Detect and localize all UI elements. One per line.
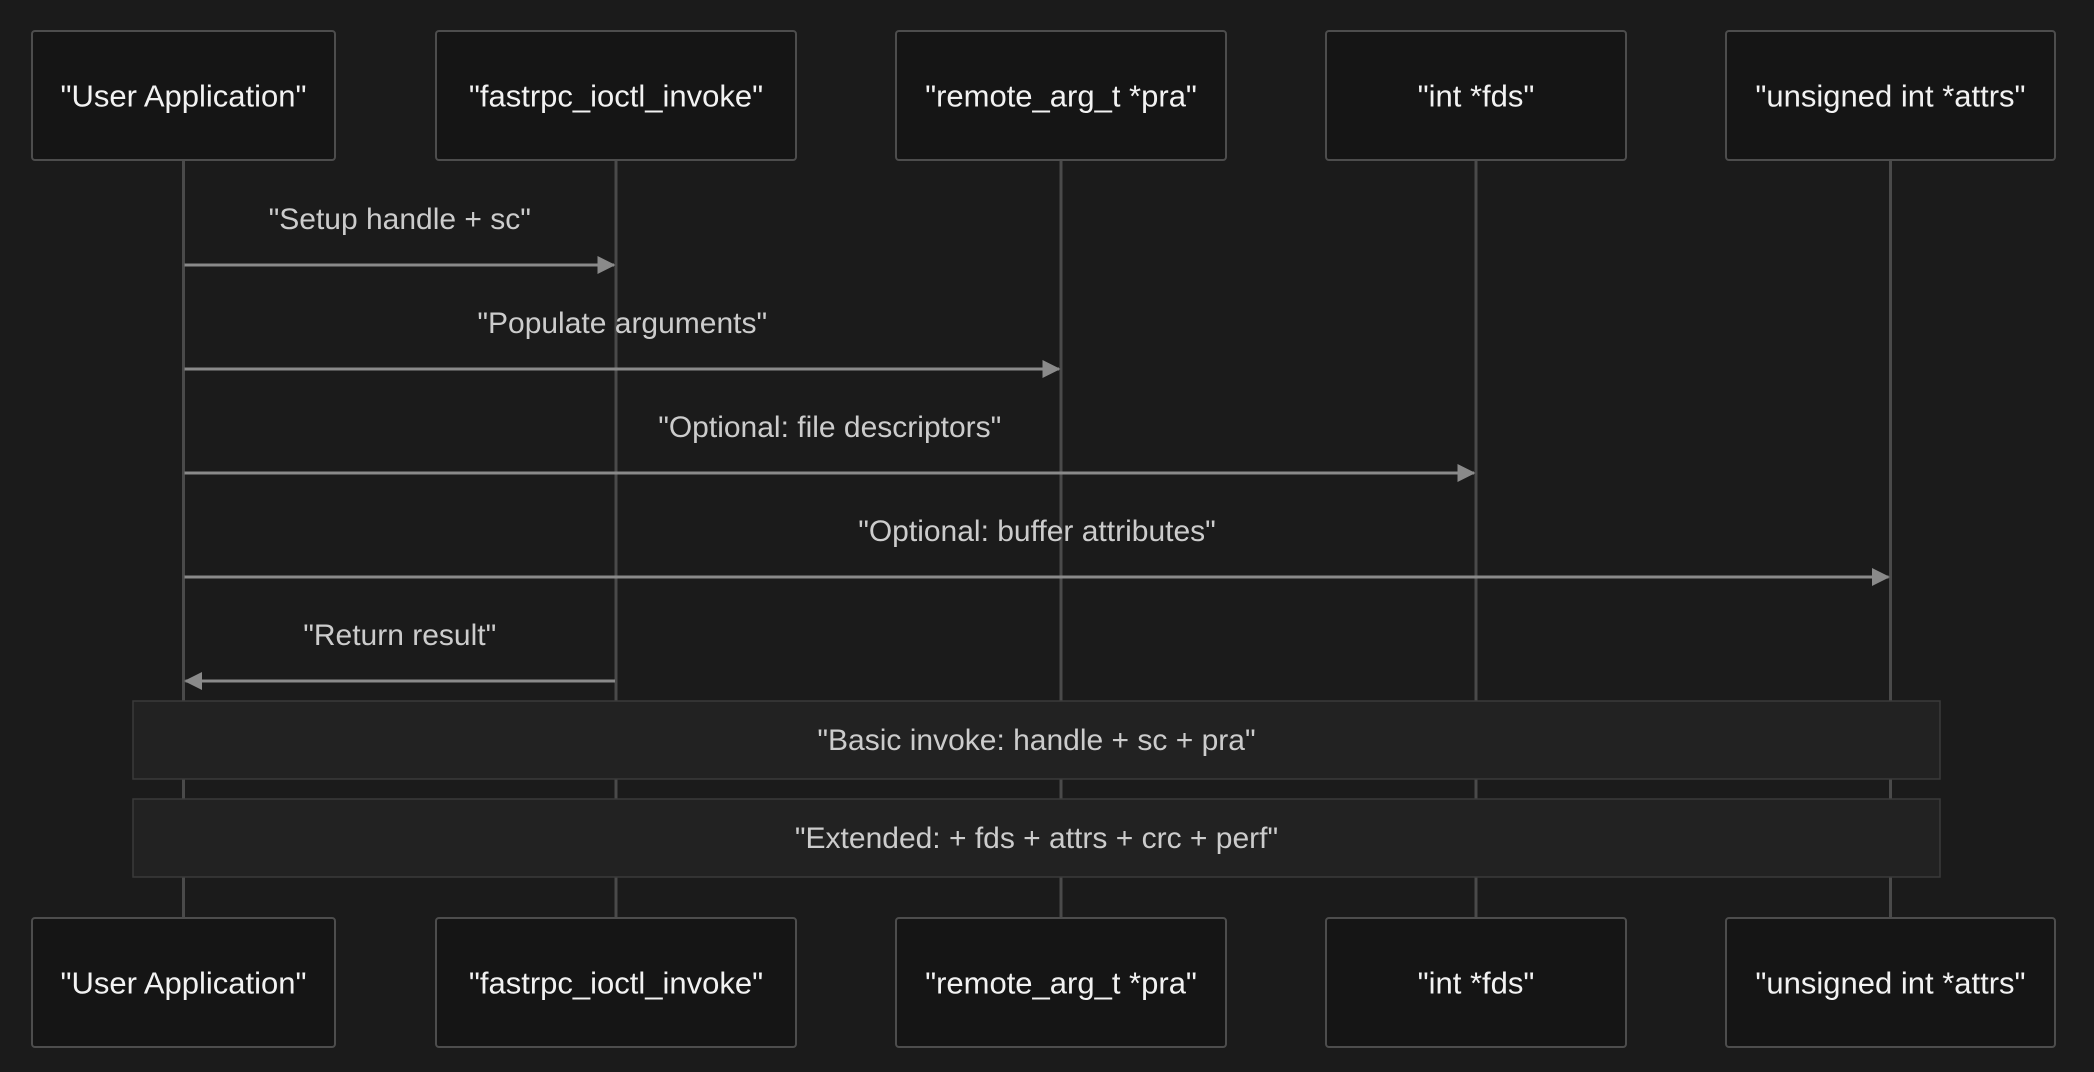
participant-box [31,30,336,161]
participant-bottom: "unsigned int *attrs" [1725,917,2056,1048]
note: "Extended: + fds + attrs + crc + perf" [132,798,1941,878]
note: "Basic invoke: handle + sc + pra" [132,700,1941,780]
participant-label: "unsigned int *attrs" [1755,79,2025,114]
participant-label: "User Application" [60,966,306,1001]
participant-bottom: "remote_arg_t *pra" [895,917,1227,1048]
note-label: "Extended: + fds + attrs + crc + perf" [795,822,1278,855]
participants-layer: "User Application" "fastrpc_ioctl_invoke"… [31,30,2056,1048]
message-label: "Optional: buffer attributes" [858,515,1216,548]
participant-bottom: "User Application" [31,917,336,1048]
participant-label: "unsigned int *attrs" [1755,966,2025,1001]
participant-top: "User Application" [31,30,336,161]
message: "Populate arguments" [184,307,1061,378]
participant-top: "unsigned int *attrs" [1725,30,2056,161]
participant-box [1725,30,2056,161]
participant-label: "int *fds" [1418,79,1535,114]
message: "Optional: file descriptors" [184,411,1476,482]
participant-label: "fastrpc_ioctl_invoke" [469,79,763,114]
participant-box [895,917,1227,1048]
participant-label: "int *fds" [1418,966,1535,1001]
participant-box [1325,917,1627,1048]
participant-bottom: "fastrpc_ioctl_invoke" [435,917,797,1048]
participant-label: "User Application" [60,79,306,114]
participant-bottom: "int *fds" [1325,917,1627,1048]
message-label: "Setup handle + sc" [269,203,531,236]
message: "Return result" [184,619,615,690]
participant-box [31,917,336,1048]
participant-label: "remote_arg_t *pra" [925,79,1197,114]
note-box [132,798,1941,878]
message-label: "Populate arguments" [477,307,767,340]
message: "Setup handle + sc" [184,203,616,274]
participant-box [1325,30,1627,161]
participant-top: "fastrpc_ioctl_invoke" [435,30,797,161]
participant-label: "fastrpc_ioctl_invoke" [469,966,763,1001]
participant-top: "remote_arg_t *pra" [895,30,1227,161]
participant-top: "int *fds" [1325,30,1627,161]
message-label: "Optional: file descriptors" [658,411,1001,444]
participant-box [895,30,1227,161]
participant-box [1725,917,2056,1048]
participant-box [435,30,797,161]
participant-label: "remote_arg_t *pra" [925,966,1197,1001]
notes-layer: "Basic invoke: handle + sc + pra" "Extend… [132,700,1941,878]
note-label: "Basic invoke: handle + sc + pra" [817,724,1255,757]
message: "Optional: buffer attributes" [184,515,1890,586]
note-box [132,700,1941,780]
messages-layer: "Setup handle + sc" "Populate arguments" "… [184,203,1890,690]
lifelines-layer [182,160,1892,918]
message-label: "Return result" [303,619,496,652]
participant-box [435,917,797,1048]
